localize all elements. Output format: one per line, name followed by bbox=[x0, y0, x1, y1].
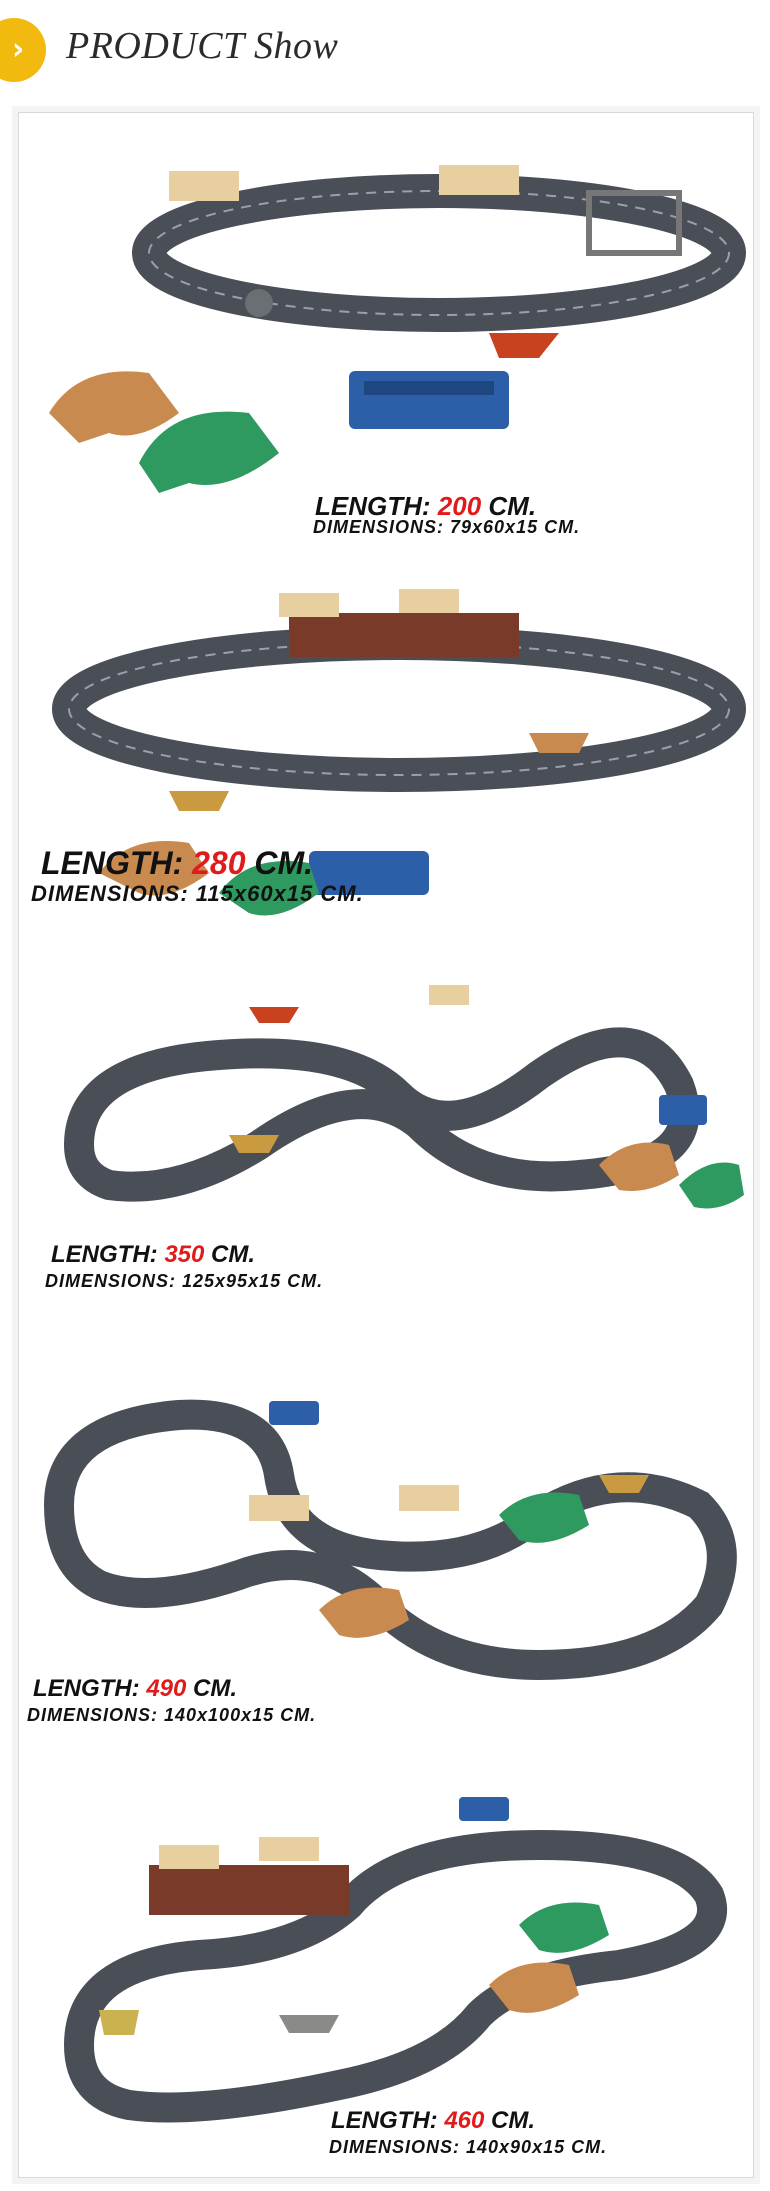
track-set-image-2 bbox=[52, 589, 746, 916]
track-set-image-5 bbox=[63, 1797, 727, 2123]
dimensions-spec-1: DIMENSIONS: 79x60x15 CM. bbox=[313, 517, 581, 537]
chevron-right-icon: › bbox=[12, 32, 25, 67]
product-item-5: LENGTH: 460 CM. DIMENSIONS: 140x90x15 CM… bbox=[19, 1785, 753, 2177]
length-label: LENGTH: bbox=[41, 845, 184, 881]
length-label: LENGTH: bbox=[51, 1241, 158, 1268]
product-item-3: LENGTH: 350 CM. DIMENSIONS: 125x95x15 CM… bbox=[19, 945, 753, 1365]
dimensions-spec-4: DIMENSIONS: 140x100x15 CM. bbox=[27, 1705, 317, 1725]
section-title: PRODUCT Show bbox=[66, 25, 339, 67]
length-spec-2: LENGTH: 280 CM. bbox=[41, 845, 313, 882]
length-unit: CM. bbox=[488, 491, 537, 521]
length-spec-5: LENGTH: 460 CM. bbox=[331, 2107, 535, 2135]
length-spec-3: LENGTH: 350 CM. bbox=[51, 1241, 255, 1269]
length-value: 460 bbox=[444, 2107, 485, 2134]
dimensions-spec-5: DIMENSIONS: 140x90x15 CM. bbox=[329, 2137, 608, 2157]
length-spec-1: LENGTH: 200 CM. bbox=[315, 491, 536, 522]
product-item-2: LENGTH: 280 CM. DIMENSIONS: 115x60x15 CM… bbox=[19, 533, 753, 945]
track-set-image-1 bbox=[49, 165, 746, 493]
length-value: 280 bbox=[192, 845, 246, 881]
product-frame: LENGTH: 200 CM. DIMENSIONS: 79x60x15 CM.… bbox=[18, 112, 754, 2178]
dimensions-spec-2: DIMENSIONS: 115x60x15 CM. bbox=[31, 881, 364, 906]
product-item-4: LENGTH: 490 CM. DIMENSIONS: 140x100x15 C… bbox=[19, 1365, 753, 1785]
length-value: 490 bbox=[146, 1675, 187, 1702]
length-unit: CM. bbox=[491, 2107, 536, 2134]
track-set-image-3 bbox=[63, 985, 744, 1209]
track-set-image-4 bbox=[43, 1399, 737, 1681]
length-value: 350 bbox=[164, 1241, 205, 1268]
length-label: LENGTH: bbox=[33, 1675, 140, 1702]
length-label: LENGTH: bbox=[331, 2107, 438, 2134]
section-badge: › bbox=[0, 18, 46, 82]
length-unit: CM. bbox=[211, 1241, 256, 1268]
length-unit: CM. bbox=[254, 845, 314, 881]
dimensions-spec-3: DIMENSIONS: 125x95x15 CM. bbox=[45, 1271, 324, 1291]
length-label: LENGTH: bbox=[315, 491, 431, 521]
length-value: 200 bbox=[437, 491, 482, 521]
length-unit: CM. bbox=[193, 1675, 238, 1702]
length-spec-4: LENGTH: 490 CM. bbox=[33, 1675, 237, 1703]
product-item-1: LENGTH: 200 CM. DIMENSIONS: 79x60x15 CM. bbox=[19, 113, 753, 537]
section-header: › PRODUCT Show bbox=[0, 0, 770, 100]
